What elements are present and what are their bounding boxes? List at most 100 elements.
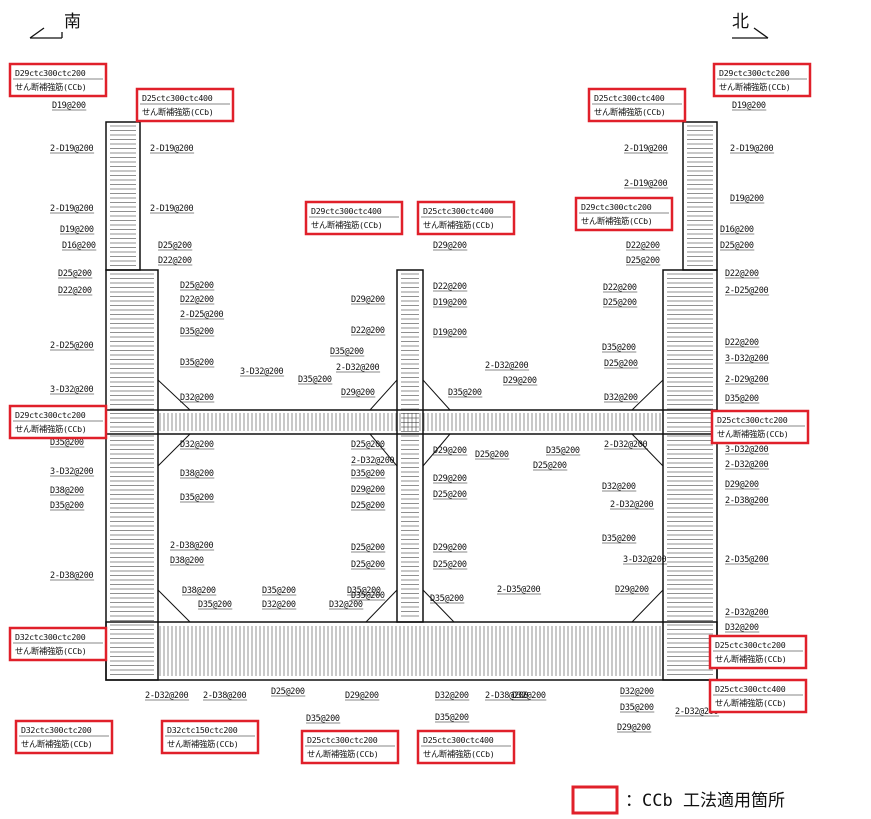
rebar-label: 2-D19@200 <box>624 179 668 189</box>
rebar-label: D25@200 <box>433 490 467 500</box>
ccb-box-spec: D25ctc300ctc400 <box>715 684 786 694</box>
ccb-box-description: せん断補強筋(CCb) <box>717 429 788 439</box>
ccb-box-frame <box>14 719 114 755</box>
rebar-label: D19@200 <box>732 101 766 111</box>
rebar-label: D32@200 <box>180 393 214 403</box>
rebar-label: 2-D19@200 <box>624 144 668 154</box>
rebar-label: 2-D29@200 <box>725 375 769 385</box>
rebar-label: D19@200 <box>433 298 467 308</box>
rebar-label: D19@200 <box>52 101 86 111</box>
rebar-label: D22@200 <box>433 282 467 292</box>
ccb-box: D25ctc300ctc400 せん断補強筋(CCb) <box>708 678 808 714</box>
rebar-label: 2-D19@200 <box>50 204 94 214</box>
rebar-label: D19@200 <box>730 194 764 204</box>
ccb-box-description: せん断補強筋(CCb) <box>715 698 786 708</box>
rebar-label: D22@200 <box>180 295 214 305</box>
north-direction-indicator: 北 <box>732 12 769 39</box>
legend-text: ：CCb 工法適用箇所 <box>625 791 785 811</box>
ccb-box-frame <box>135 87 235 123</box>
ccb-box-frame <box>304 200 404 236</box>
rebar-label: D35@200 <box>330 347 364 357</box>
rebar-label: 2-D32@200 <box>485 361 529 371</box>
rebar-label: 2-D32@200 <box>675 707 719 717</box>
rebar-label: D19@200 <box>433 328 467 338</box>
north-label: 北 <box>732 12 749 32</box>
ccb-box: D32ctc300ctc200 せん断補強筋(CCb) <box>8 626 108 662</box>
rebar-label: D29@200 <box>351 485 385 495</box>
rebar-label: D29@200 <box>433 241 467 251</box>
rebar-label: D22@200 <box>603 283 637 293</box>
ccb-box-spec: D25ctc300ctc200 <box>715 640 786 650</box>
rebar-label: 2-D32@200 <box>610 500 654 510</box>
rebar-label: 2-D25@200 <box>180 310 224 320</box>
ccb-box-frame <box>8 62 108 98</box>
rebar-label: 2-D25@200 <box>50 341 94 351</box>
legend: ：CCb 工法適用箇所 <box>571 785 785 815</box>
rebar-label: D29@200 <box>617 723 651 733</box>
ccb-box-description: せん断補強筋(CCb) <box>594 107 665 117</box>
rebar-label: D29@200 <box>345 691 379 701</box>
rebar-label: 3-D32@200 <box>725 445 769 455</box>
rebar-label: D35@200 <box>351 469 385 479</box>
rebar-label: 2-D19@200 <box>150 204 194 214</box>
rebar-label: D29@200 <box>433 446 467 456</box>
rebar-labels: D19@200 2-D19@200 2-D19@200 2-D19@200 2-D19@… <box>50 101 775 733</box>
rebar-label: 3-D32@200 <box>623 555 667 565</box>
rebar-label: 2-D19@200 <box>150 144 194 154</box>
rebar-label: D35@200 <box>430 594 464 604</box>
ccb-box-description: せん断補強筋(CCb) <box>21 739 92 749</box>
ccb-box-spec: D29ctc300ctc400 <box>311 206 382 216</box>
ccb-box-frame <box>300 729 400 765</box>
ccb-box-description: せん断補強筋(CCb) <box>581 216 652 226</box>
rebar-label: D22@200 <box>626 241 660 251</box>
rebar-label: D25@200 <box>351 440 385 450</box>
ccb-box-description: せん断補強筋(CCb) <box>15 646 86 656</box>
ccb-box-frame <box>8 626 108 662</box>
rebar-label: D32@200 <box>262 600 296 610</box>
ccb-box-frame <box>574 196 674 232</box>
rebar-label: D35@200 <box>347 586 381 596</box>
ccb-box-frame <box>708 634 808 670</box>
south-direction-indicator: 南 <box>29 12 81 39</box>
legend-swatch <box>571 785 619 815</box>
rebar-label: D22@200 <box>158 256 192 266</box>
rebar-label: 2-D35@200 <box>725 555 769 565</box>
rebar-label: D38@200 <box>50 486 84 496</box>
rebar-label: D32@200 <box>604 393 638 403</box>
rebar-label: D25@200 <box>533 461 567 471</box>
rebar-label: D35@200 <box>546 446 580 456</box>
rebar-label: D35@200 <box>620 703 654 713</box>
rebar-label: 2-D38@200 <box>725 496 769 506</box>
ccb-box-description: せん断補強筋(CCb) <box>423 220 494 230</box>
ccb-box-spec: D32ctc300ctc200 <box>15 632 86 642</box>
rebar-label: D25@200 <box>271 687 305 697</box>
rebar-label: D38@200 <box>180 469 214 479</box>
rebar-label: D25@200 <box>433 560 467 570</box>
rebar-label: D22@200 <box>725 269 759 279</box>
rebar-label: D25@200 <box>180 281 214 291</box>
rebar-label: D25@200 <box>720 241 754 251</box>
rebar-label: D35@200 <box>725 394 759 404</box>
rebar-label: D32@200 <box>329 600 363 610</box>
rebar-label: D38@200 <box>182 586 216 596</box>
rebar-label: D25@200 <box>58 269 92 279</box>
rebar-label: 2-D32@200 <box>725 460 769 470</box>
rebar-label: D35@200 <box>298 375 332 385</box>
rebar-label: 2-D32@200 <box>336 363 380 373</box>
rebar-label: D29@200 <box>341 388 375 398</box>
rebar-label: D25@200 <box>351 501 385 511</box>
rebar-label: D16@200 <box>62 241 96 251</box>
rebar-label: D35@200 <box>198 600 232 610</box>
rebar-label: D32@200 <box>602 482 636 492</box>
rebar-label: D38@200 <box>170 556 204 566</box>
rebar-label: D35@200 <box>448 388 482 398</box>
rebar-label: D29@200 <box>615 585 649 595</box>
